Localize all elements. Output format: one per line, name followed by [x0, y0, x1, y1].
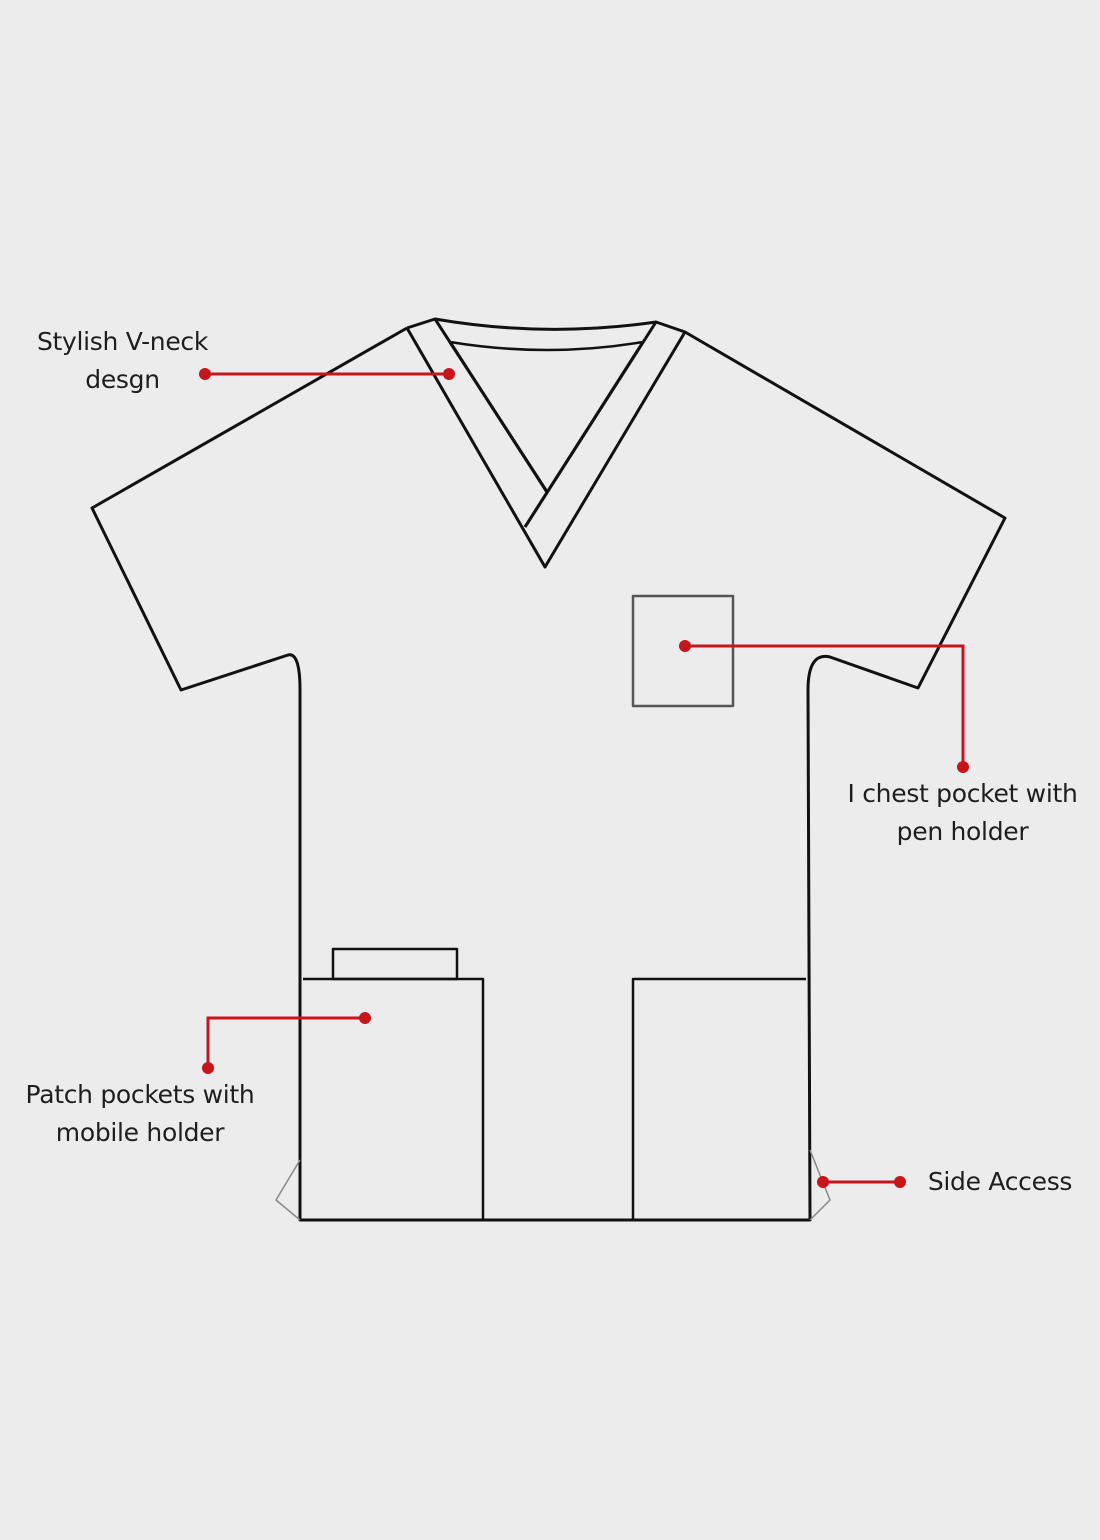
- neck-inner-right: [523, 341, 645, 528]
- right-patch-pocket: [631, 977, 806, 1220]
- chest-callout-line: [685, 644, 965, 767]
- vneck-label: Stylish V-neck desgn: [36, 327, 209, 394]
- side-callout-dot: [817, 1176, 829, 1188]
- side-slit-right: [809, 1149, 831, 1221]
- neck-inner-left: [448, 341, 549, 493]
- garment-outline: [90, 326, 1007, 1222]
- patch-callout-dot: [202, 1062, 214, 1074]
- patch-callout-line: [206, 1016, 365, 1068]
- neckline-inner: [449, 340, 644, 352]
- vneck-callout-dot: [443, 368, 455, 380]
- chest-callout-dot: [679, 640, 691, 652]
- side-callout-dot: [894, 1176, 906, 1188]
- chest-pocket-label: I chest pocket with pen holder: [847, 779, 1078, 846]
- side-slit-left: [275, 1159, 301, 1221]
- chest-callout-dot: [957, 761, 969, 773]
- patch-callout-dot: [359, 1012, 371, 1024]
- neckband-left: [405, 317, 687, 569]
- chest-pocket: [631, 594, 735, 708]
- patch-pockets-label: Patch pockets with mobile holder: [25, 1080, 255, 1147]
- vneck-callout-dot: [199, 368, 211, 380]
- neckline-top: [434, 317, 657, 331]
- left-patch-pocket: [303, 977, 485, 1220]
- mobile-holder-flap: [331, 947, 459, 981]
- side-access-label: Side Access: [927, 1167, 1073, 1196]
